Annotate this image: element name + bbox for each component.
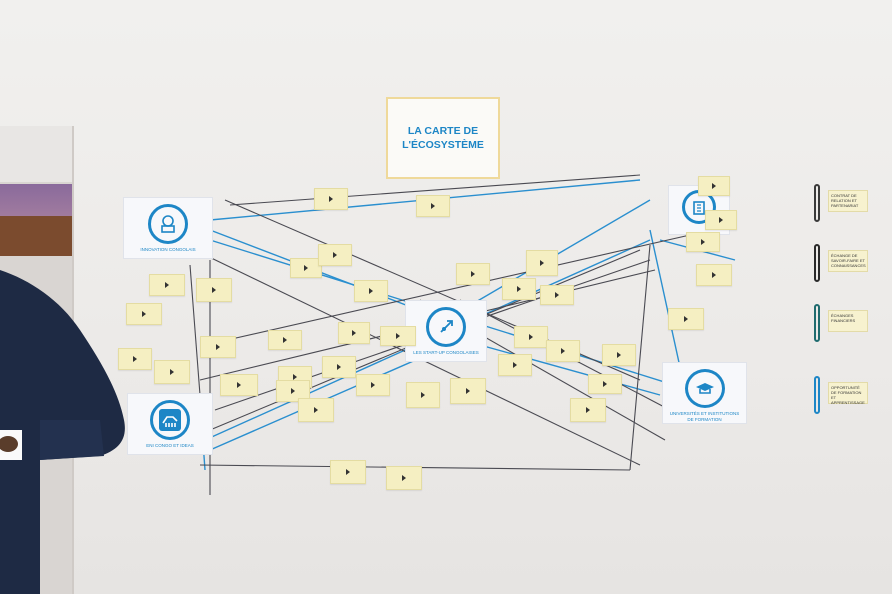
hub-label: INNOVATION CONGOLAIS <box>140 247 196 252</box>
sticky-note <box>406 382 440 408</box>
title-line-2: L'ÉCOSYSTÈME <box>402 139 484 151</box>
sticky-note <box>126 303 162 325</box>
legend-card: OPPORTUNITÉ DE FORMATION ET APPRENTISSAG… <box>828 382 868 405</box>
legend-item-1: CONTRAT DE RELATION ET PARTENARIAT <box>806 184 892 230</box>
string <box>629 244 651 471</box>
legend-item-2: ÉCHANGE DE SAVOIR-FAIRE ET CONNAISSANCES <box>806 244 892 290</box>
legend-card: ÉCHANGES FINANCIERS <box>828 310 868 332</box>
legend-card: CONTRAT DE RELATION ET PARTENARIAT <box>828 190 868 212</box>
sticky-note <box>354 280 388 302</box>
sticky-note <box>276 380 310 402</box>
sticky-note <box>318 244 352 266</box>
sticky-note <box>668 308 704 330</box>
sticky-note <box>220 374 258 396</box>
sticky-note <box>696 264 732 286</box>
legend-thread <box>814 184 820 222</box>
sticky-note <box>514 326 548 348</box>
string <box>189 264 201 396</box>
sticky-note <box>330 460 366 484</box>
legend-item-3: ÉCHANGES FINANCIERS <box>806 304 892 350</box>
doorway-lintel <box>0 126 72 182</box>
sticky-note <box>698 176 730 196</box>
rocket-icon <box>426 307 466 347</box>
sticky-note <box>686 232 720 252</box>
sticky-note <box>416 195 450 217</box>
graduation-cap-icon <box>684 369 725 408</box>
legend-thread <box>814 304 820 342</box>
sticky-note <box>502 278 536 300</box>
hub-label: LES START-UP CONGOLAISES <box>413 350 479 355</box>
legend-thread <box>814 244 820 282</box>
sticky-note <box>338 322 370 344</box>
sticky-note <box>386 466 422 490</box>
lightbulb-box-icon <box>148 204 188 244</box>
title-line-1: LA CARTE DE <box>407 125 479 137</box>
sticky-note <box>290 258 322 278</box>
person-in-suit <box>0 270 125 594</box>
sticky-note <box>196 278 232 302</box>
sticky-note <box>149 274 185 296</box>
sticky-note <box>118 348 152 370</box>
sticky-note <box>570 398 606 422</box>
string <box>229 174 641 206</box>
sticky-note <box>356 374 390 396</box>
sticky-note <box>540 285 574 305</box>
hub-universities: UNIVERSITÉS ET INSTITUTIONS DE FORMATION <box>662 362 747 424</box>
hub-label: UNIVERSITÉS ET INSTITUTIONS DE FORMATION <box>669 411 740 422</box>
sticky-note <box>526 250 558 276</box>
sticky-note <box>546 340 580 362</box>
hub-label: ENI CONGO ET IDEAS <box>146 443 194 448</box>
legend-card: ÉCHANGE DE SAVOIR-FAIRE ET CONNAISSANCES <box>828 250 868 272</box>
legend-item-4: OPPORTUNITÉ DE FORMATION ET APPRENTISSAG… <box>806 376 892 422</box>
doorway-wood-beam <box>0 216 72 256</box>
string <box>204 234 691 346</box>
sticky-note <box>200 336 236 358</box>
string <box>479 344 661 396</box>
sticky-note <box>456 263 490 285</box>
hub-startups: LES START-UP CONGOLAISES <box>405 300 487 362</box>
sticky-note <box>450 378 486 404</box>
hub-eni: ENI CONGO ET IDEAS <box>127 393 213 455</box>
sticky-note <box>154 360 190 384</box>
hub-innovation: INNOVATION CONGOLAIS <box>123 197 213 259</box>
title-card: LA CARTE DE L'ÉCOSYSTÈME <box>386 97 500 179</box>
sticky-note <box>705 210 737 230</box>
six-legged-dog-icon <box>150 400 190 440</box>
string <box>209 344 451 451</box>
sticky-note <box>498 354 532 376</box>
sticky-note <box>322 356 356 378</box>
legend-thread <box>814 376 820 414</box>
sticky-note <box>602 344 636 366</box>
sticky-note <box>268 330 302 350</box>
sticky-note <box>314 188 348 210</box>
sticky-note <box>588 374 622 394</box>
sticky-note <box>380 326 416 346</box>
sticky-note <box>298 398 334 422</box>
